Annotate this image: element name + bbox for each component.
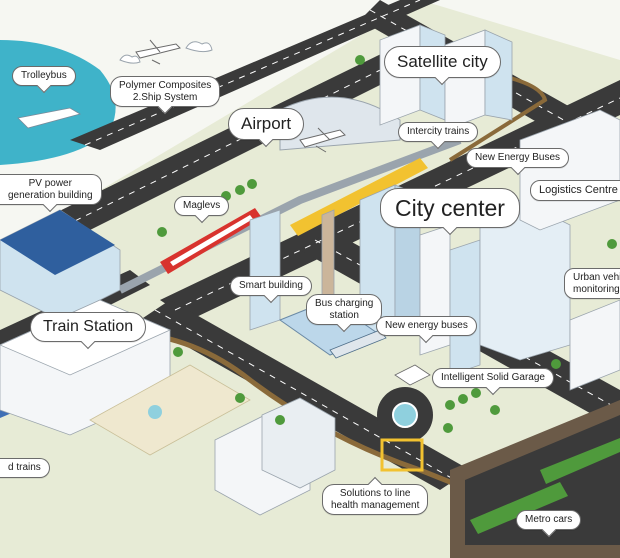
label-logistics-centre: Logistics Centre [530, 180, 620, 201]
metro-car-2 [540, 438, 620, 484]
label-new-energy-buses-mid: New energy buses [376, 316, 477, 336]
new-energy-bus [329, 329, 387, 359]
label-trolleybus: Trolleybus [12, 66, 76, 86]
solar-panel-roof [0, 210, 115, 275]
label-polymer-composites-line1: Polymer Composites [119, 80, 212, 91]
label-polymer-composites: Polymer Composites 2.Ship System [110, 76, 221, 107]
airplane-icon [299, 127, 346, 153]
cloud-icon [185, 41, 213, 53]
label-pv-power-line1: PV power [28, 178, 72, 189]
label-speed-trains: d trains [0, 458, 50, 478]
label-intercity-trains: Intercity trains [398, 122, 479, 142]
label-polymer-composites-line2: 2.Ship System [132, 91, 198, 103]
label-solutions-line1: Solutions to line [339, 488, 411, 499]
label-bus-charging-station: Bus charging station [306, 294, 383, 325]
airport-terminal [279, 96, 401, 151]
plaza-fountain [148, 405, 162, 419]
label-pv-power-line2: generation building [8, 189, 93, 201]
ship-icon [17, 107, 82, 129]
label-airport: Airport [228, 108, 305, 140]
maglev-train-window [170, 215, 253, 266]
label-urban-vehicle-line1: Urban vehi [573, 272, 620, 283]
label-urban-vehicle-monitoring: Urban vehi monitoring sy [564, 268, 620, 299]
label-metro-cars: Metro cars [516, 510, 582, 530]
plane-in-sky-icon [135, 39, 181, 65]
label-bus-charging-line2: station [329, 309, 359, 321]
label-pv-power: PV power generation building [0, 174, 102, 205]
label-maglevs: Maglevs [174, 196, 230, 216]
metro-car [470, 482, 568, 534]
label-new-energy-buses-top: New Energy Buses [466, 148, 570, 168]
label-line-health-management: Solutions to line health management [322, 484, 429, 515]
label-urban-vehicle-line2: monitoring sy [573, 283, 620, 295]
monitoring-building [569, 299, 620, 391]
cloud-icon-small [119, 54, 141, 64]
residential-block-2 [261, 397, 336, 489]
label-bus-charging-line1: Bus charging [315, 298, 374, 309]
city-center-buildings [249, 184, 571, 376]
intelligent-garage [394, 364, 431, 386]
label-intelligent-garage: Intelligent Solid Garage [432, 368, 554, 388]
plaza [89, 364, 251, 456]
label-solutions-line2: health management [331, 499, 420, 511]
roundabout-fountain [392, 402, 418, 428]
label-smart-building: Smart building [230, 276, 312, 296]
label-train-station: Train Station [30, 312, 147, 343]
line-health-gantry [380, 438, 424, 472]
label-satellite-city: Satellite city [384, 46, 501, 78]
label-city-center: City center [380, 188, 520, 229]
